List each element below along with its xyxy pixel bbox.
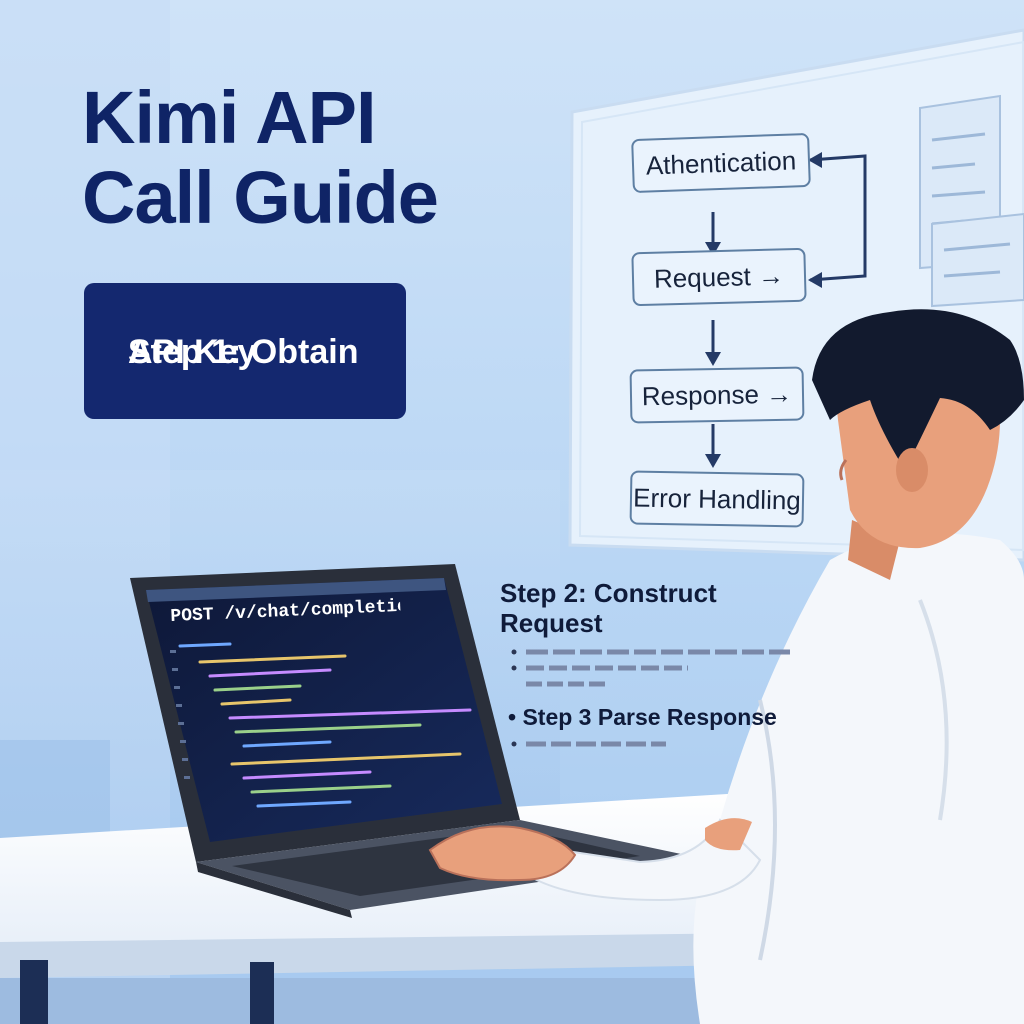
step3-bullets-scribble — [511, 741, 666, 747]
flow-node-request: Request → — [631, 247, 807, 307]
step2-line-2: Request — [500, 608, 603, 638]
page-title: Kimi API Call Guide — [82, 78, 552, 238]
title-line-1: Kimi API — [82, 76, 377, 159]
step2-bullets-scribble — [511, 649, 790, 687]
step1-box: Step 1: Obtain API Key — [84, 283, 406, 419]
flow-node-error-handling: Error Handling — [629, 470, 805, 528]
flow-node-response: Response → — [629, 366, 805, 424]
flow-node-authentication: Athentication — [631, 132, 811, 194]
title-line-2: Call Guide — [82, 156, 439, 239]
step3-heading: • Step 3 Parse Response — [508, 703, 808, 731]
step2-line-1: Step 2: Construct — [500, 578, 717, 608]
person — [428, 309, 1024, 1024]
step1-line-1: Step 1: Obtain — [128, 333, 359, 371]
step1-line-2: API Key — [128, 333, 257, 371]
step1-label: Step 1: Obtain API Key — [106, 307, 396, 371]
step3-bullet-icon: • — [508, 704, 517, 730]
step2-heading: Step 2: Construct Request — [500, 578, 780, 638]
step3-label: Step 3 Parse Response — [522, 704, 777, 730]
